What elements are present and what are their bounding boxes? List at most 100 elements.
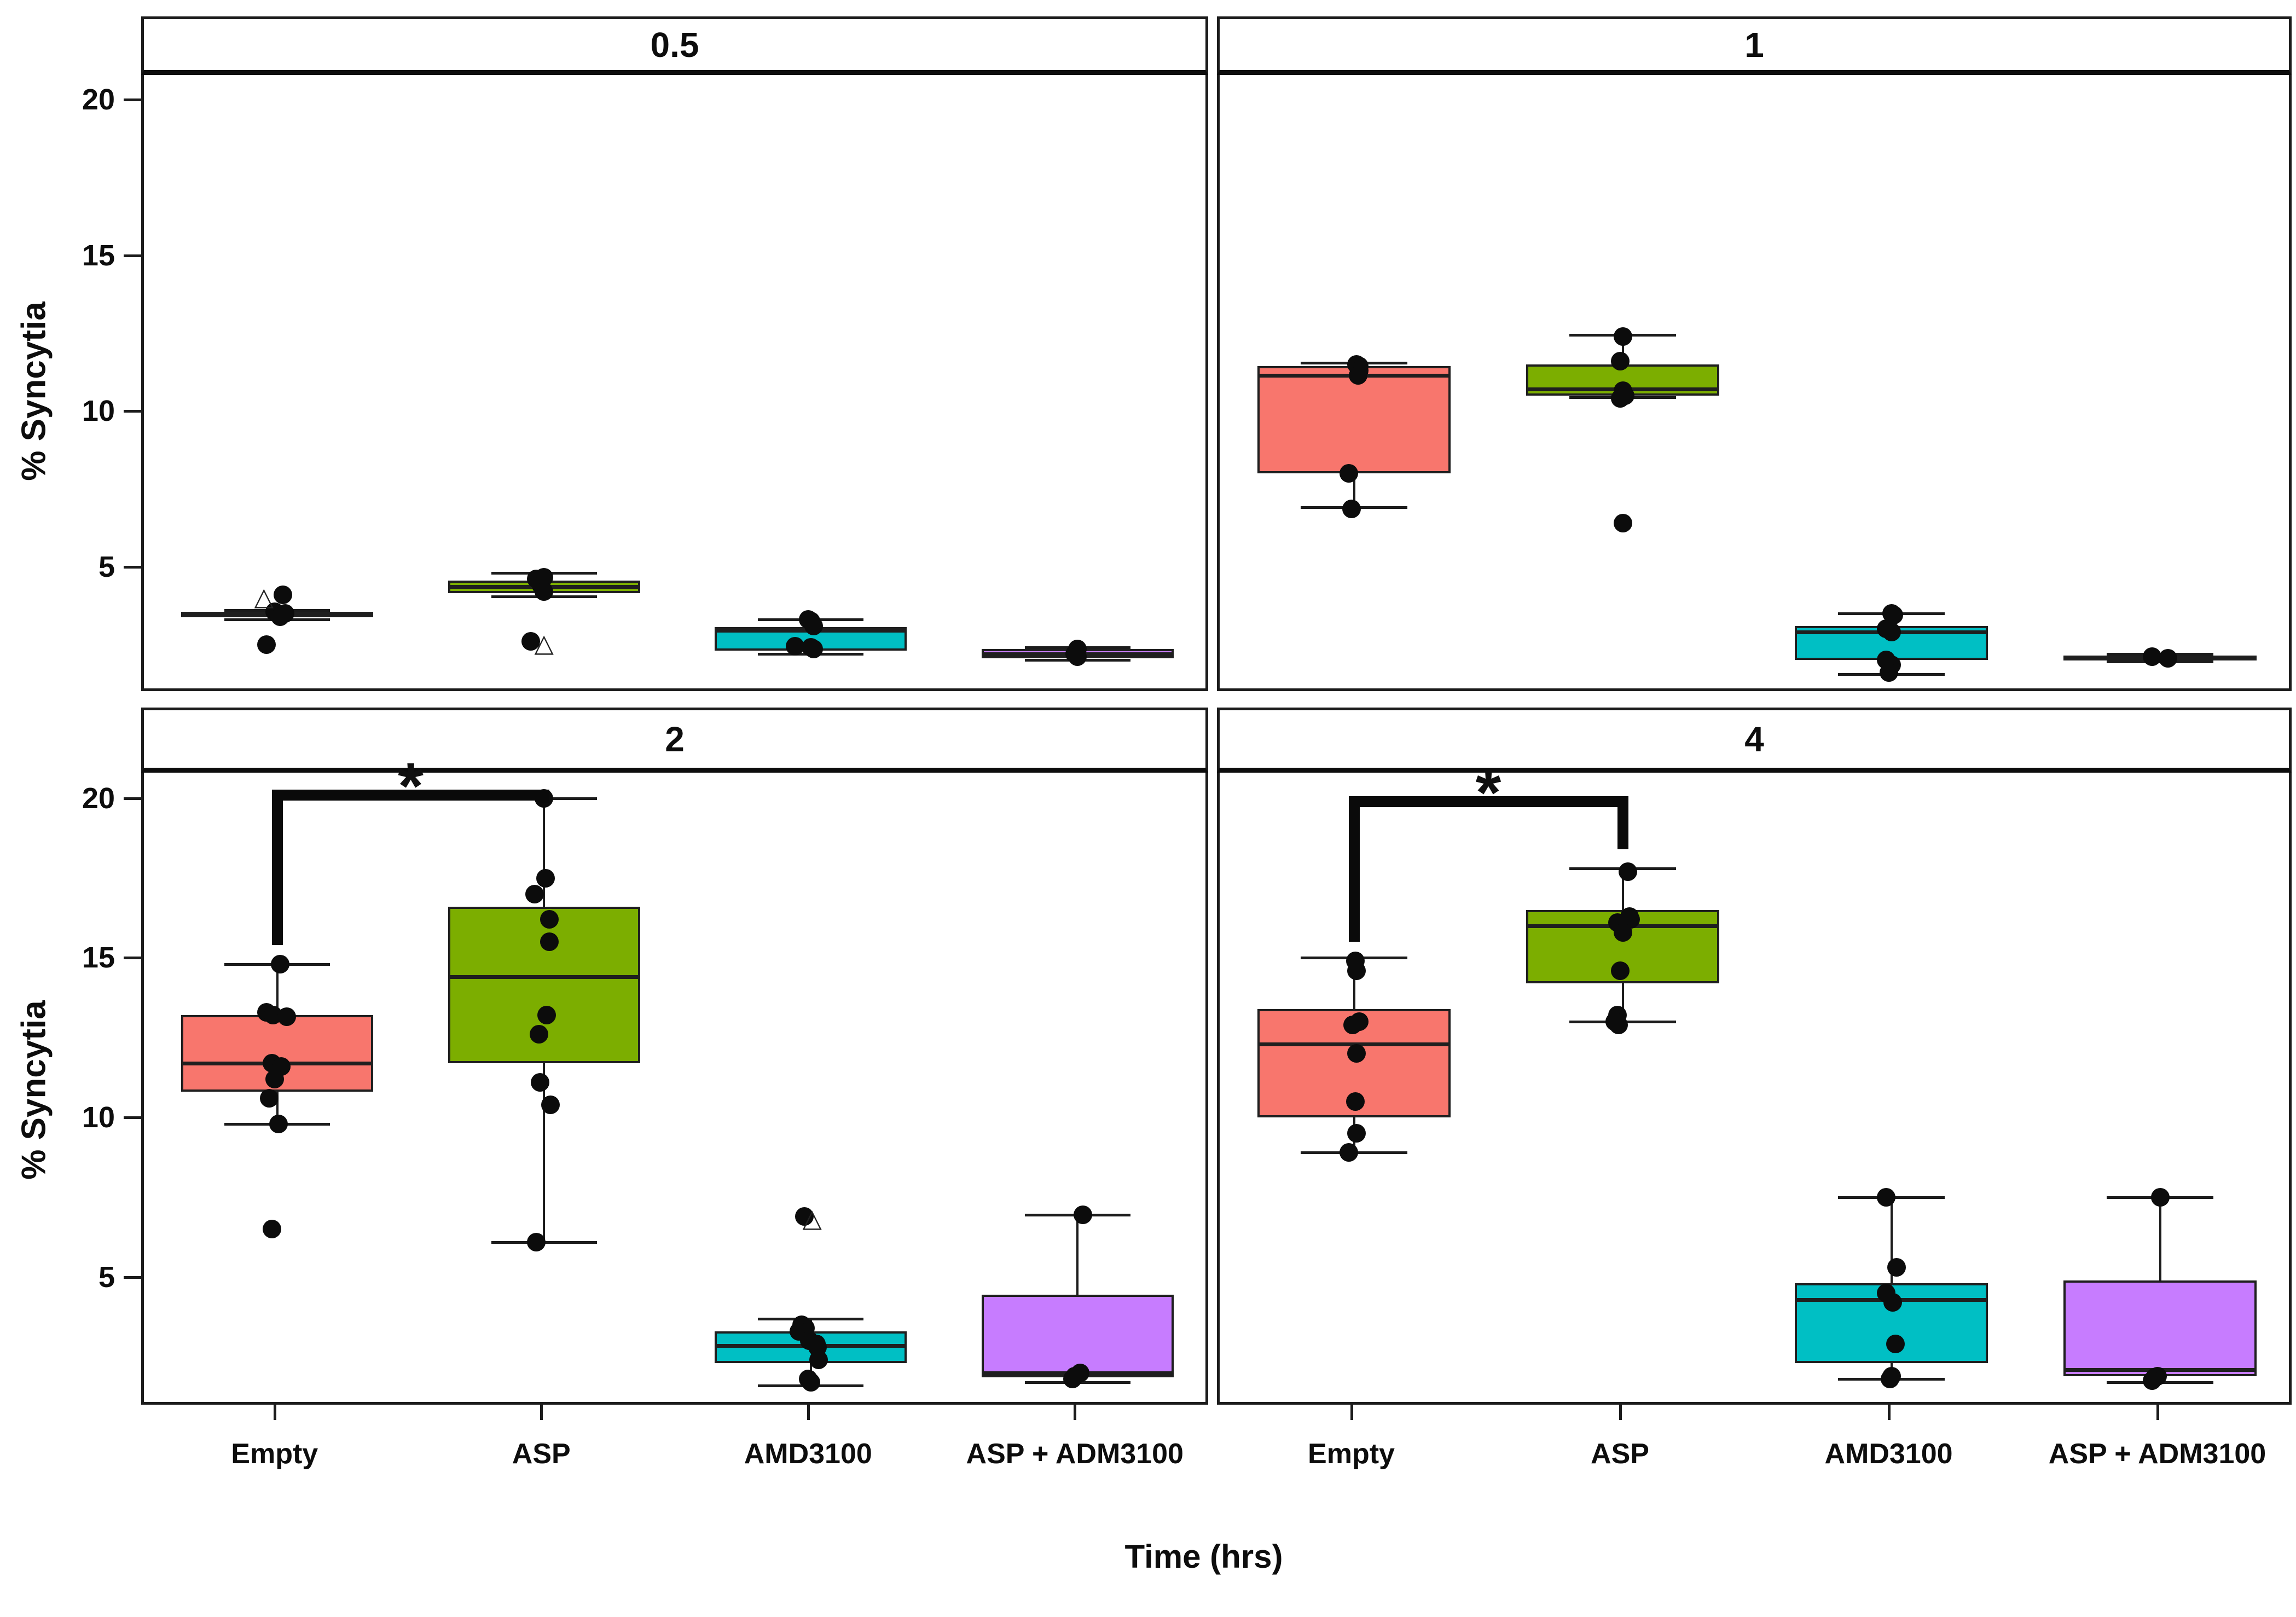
data-point-2-3: [785, 636, 804, 656]
x-tick-mark: [1350, 1405, 1353, 1420]
data-point-0-3: [1343, 1015, 1362, 1034]
data-point-0-5: [1346, 1092, 1365, 1111]
significance-left-drop: [271, 789, 283, 945]
x-tick-mark: [540, 1405, 543, 1420]
x-category-label: ASP + ADM3100: [2048, 1438, 2266, 1470]
x-axis-title: Time (hrs): [1124, 1538, 1283, 1575]
x-tick-mark: [1887, 1405, 1891, 1420]
x-category-label: ASP: [512, 1438, 571, 1470]
facet-strip-label: 2: [141, 708, 1208, 773]
y-tick-label: 15: [82, 239, 115, 272]
boxplot-box-3: [2063, 1280, 2257, 1376]
data-point-1-3: [540, 910, 559, 929]
data-point-0-3: [270, 607, 289, 626]
triangle-point-2-0: △: [802, 1203, 822, 1232]
data-point-1-1: [1610, 352, 1630, 371]
data-point-0-7: [1339, 1143, 1358, 1162]
data-point-1-0: [1613, 327, 1632, 346]
x-tick-mark: [2156, 1405, 2159, 1420]
boxplot-box-0: [181, 1015, 374, 1092]
data-point-3-3: [1063, 1370, 1082, 1389]
boxplot-median-1: [448, 975, 640, 980]
data-point-0-4: [257, 635, 276, 654]
data-point-2-2: [804, 616, 823, 635]
data-point-1-9: [526, 1232, 546, 1251]
data-point-2-3: [1882, 622, 1901, 641]
significance-right-drop: [538, 789, 550, 803]
significance-bar: [1348, 796, 1628, 807]
y-tick-mark: [124, 797, 141, 800]
y-tick-mark: [124, 98, 141, 102]
x-category-label: ASP + ADM3100: [966, 1438, 1184, 1470]
data-point-2-5: [804, 640, 823, 659]
data-point-1-5: [537, 1006, 556, 1025]
data-point-1-2: [525, 884, 544, 903]
triangle-point-0-0: △: [254, 582, 274, 611]
data-point-1-6: [529, 1025, 548, 1044]
facet-strip-label: 0.5: [141, 16, 1208, 75]
x-tick-mark: [1619, 1405, 1622, 1420]
data-point-1-5: [1613, 513, 1632, 532]
plot-area-2: △*: [141, 749, 1208, 1405]
data-point-1-4: [1610, 389, 1630, 408]
data-point-1-8: [541, 1095, 560, 1114]
data-point-0-6: [1347, 1124, 1366, 1143]
x-category-label: ASP: [1591, 1438, 1649, 1470]
y-axis-title-row2: % Syncytia: [15, 1000, 53, 1180]
whisker-cap-top-2: [758, 1317, 864, 1320]
data-point-2-6: [1881, 1370, 1900, 1389]
y-tick-mark: [124, 254, 141, 257]
data-point-1-1: [536, 868, 555, 888]
x-category-label: AMD3100: [744, 1438, 872, 1470]
x-tick-mark: [1074, 1405, 1077, 1420]
y-tick-label: 15: [82, 941, 115, 975]
data-point-2-0: [1876, 1187, 1895, 1207]
data-point-1-4: [540, 932, 559, 952]
y-tick-mark: [124, 565, 141, 569]
data-point-0-4: [1339, 463, 1358, 483]
x-tick-mark: [273, 1405, 276, 1420]
data-point-0-5: [1342, 500, 1361, 519]
data-point-3-2: [1068, 647, 1087, 666]
y-tick-label: 5: [98, 550, 115, 583]
plot-area-1: [1217, 75, 2292, 691]
triangle-point-1-0: △: [534, 628, 554, 657]
data-point-3-0: [2142, 647, 2161, 666]
facet-strip-label: 4: [1217, 708, 2292, 773]
data-point-0-3: [1348, 366, 1367, 385]
data-point-0-0: [270, 955, 289, 973]
x-tick-mark: [807, 1405, 810, 1420]
data-point-0-0: [273, 585, 292, 604]
y-tick-label: 10: [82, 395, 115, 428]
data-point-3-0: [1074, 1205, 1092, 1224]
data-point-1-4: [521, 632, 540, 651]
data-point-1-4: [1613, 923, 1632, 942]
x-category-label: Empty: [231, 1438, 318, 1470]
data-point-0-6: [265, 1070, 284, 1088]
y-tick-mark: [124, 957, 141, 960]
data-point-0-9: [263, 1220, 281, 1239]
data-point-1-7: [530, 1073, 549, 1092]
data-point-2-9: [801, 1373, 820, 1392]
data-point-3-3: [2142, 1371, 2161, 1390]
data-point-0-7: [260, 1089, 279, 1108]
data-point-1-5: [1610, 961, 1630, 980]
y-tick-label: 5: [98, 1260, 115, 1294]
facet-strip-label: 1: [1217, 16, 2292, 75]
significance-asterisk: *: [398, 749, 424, 823]
plot-area-0-5: △△: [141, 75, 1208, 691]
data-point-3-0: [2150, 1187, 2170, 1207]
significance-right-drop: [1617, 796, 1628, 849]
data-point-2-0: [795, 1207, 814, 1226]
x-category-label: Empty: [1308, 1438, 1395, 1470]
plot-area-4: *: [1217, 756, 2292, 1405]
data-point-2-4: [1886, 1335, 1905, 1354]
data-point-0-3: [277, 1007, 296, 1027]
y-axis-title-row1: % Syncytia: [15, 302, 53, 481]
significance-bar: [271, 789, 550, 801]
data-point-0-4: [1347, 1044, 1366, 1063]
y-tick-label: 20: [82, 83, 115, 117]
data-point-1-3: [535, 582, 554, 601]
y-tick-mark: [124, 410, 141, 413]
